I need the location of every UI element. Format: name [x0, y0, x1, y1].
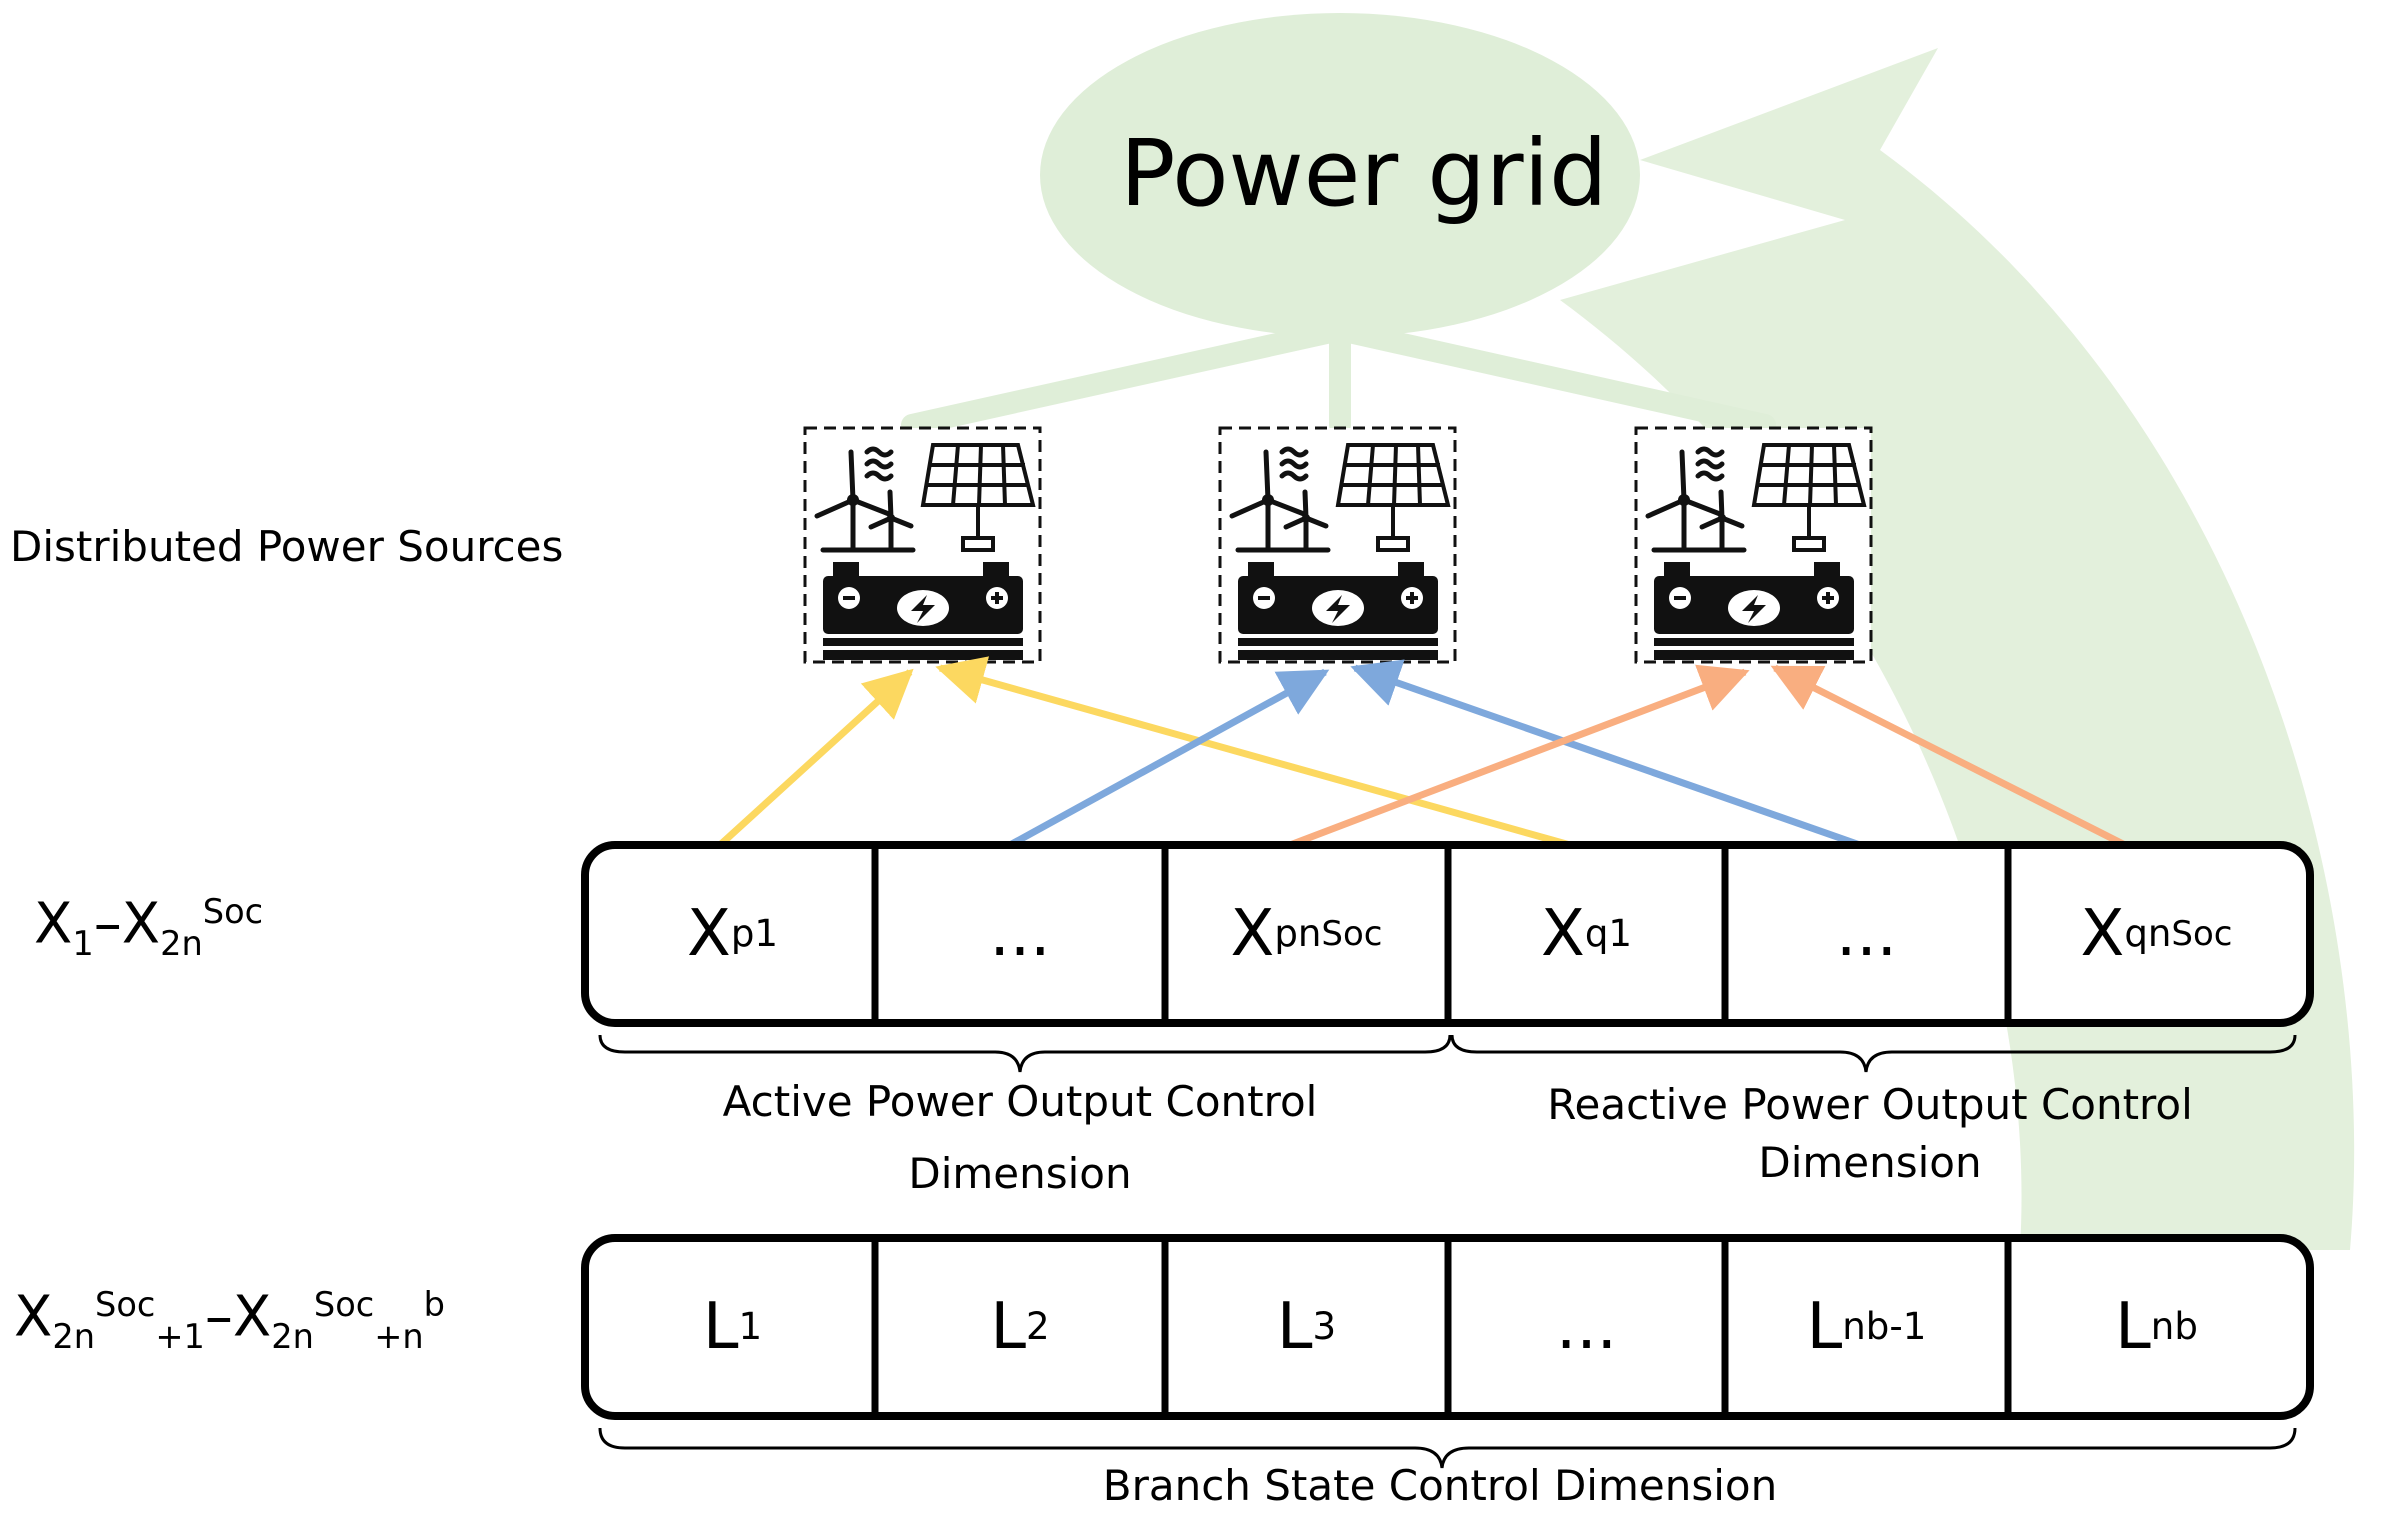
active-power-caption: Active Power Output Control Dimension: [722, 1077, 1318, 1198]
arrow-xq1-dps2: [1008, 668, 1330, 849]
distributed-power-sources-label: Distributed Power Sources: [10, 522, 564, 571]
arrow-xpn-dps1: [935, 656, 1571, 849]
grid-connection-lines: [901, 319, 1776, 436]
control-arrows: [717, 656, 2127, 849]
power-grid-title: Power grid: [1120, 120, 1608, 227]
cell-ellipsis-branch: ...: [1555, 1290, 1618, 1364]
row1-label: X1–X2nSoc: [34, 891, 264, 963]
row2-dividers: [871, 1238, 2012, 1416]
reactive-power-caption: Reactive Power Output Control Dimension: [1547, 1080, 2193, 1187]
row2-label: X2nSoc+1–X2nSoc+nb: [14, 1284, 445, 1356]
brace-reactive: [1450, 1034, 2297, 1073]
brace-active: [598, 1034, 1452, 1073]
arrow-xqn-dps2: [1350, 659, 1862, 849]
dps-box-3: [1634, 426, 1873, 664]
arrow-xp1-dps1: [717, 668, 914, 848]
power-grid-node: [1040, 13, 1640, 337]
arrow-xp-soc-dps3: [1288, 664, 1750, 849]
dps-box-2: [1218, 426, 1457, 664]
dps-box-1: [803, 426, 1042, 664]
cell-ellipsis-reactive: ...: [1835, 897, 1898, 971]
branch-state-caption: Branch State Control Dimension: [1102, 1461, 1778, 1510]
cell-ellipsis-active: ...: [989, 897, 1051, 971]
brace-branch: [598, 1427, 2297, 1469]
arrow-xq-soc-dps3: [1770, 664, 2127, 849]
row1-dividers: [871, 845, 2012, 1023]
